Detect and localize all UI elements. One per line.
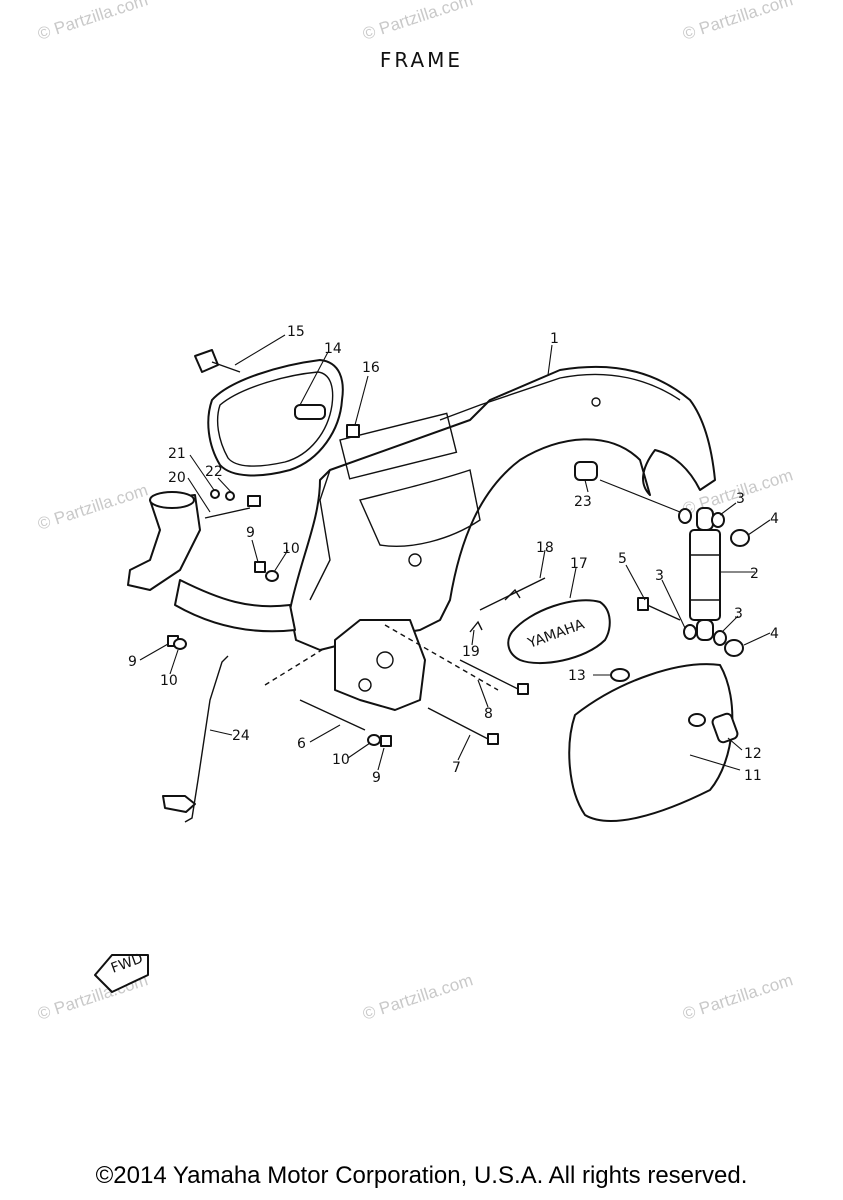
callout-21: 21 <box>168 446 186 462</box>
callout-10: 10 <box>282 541 300 557</box>
callout-10: 10 <box>160 673 178 689</box>
callout-2: 2 <box>750 566 759 582</box>
nut <box>346 424 360 438</box>
watermark: © Partzilla.com <box>360 970 475 1023</box>
o-ring <box>610 668 630 682</box>
copyright-notice: ©2014 Yamaha Motor Corporation, U.S.A. A… <box>95 1162 748 1189</box>
forward-arrow-icon: FWD <box>94 951 149 993</box>
callout-7: 7 <box>452 760 461 776</box>
left-side-cover <box>207 359 344 477</box>
callout-14: 14 <box>324 341 342 357</box>
callout-labels: 1 2 3 3 3 4 4 5 6 7 8 9 9 9 10 10 10 11 … <box>128 324 779 786</box>
callout-1: 1 <box>550 331 559 347</box>
callout-9: 9 <box>246 525 255 541</box>
callout-5: 5 <box>618 551 627 567</box>
callout-15: 15 <box>287 324 305 340</box>
watermark: © Partzilla.com <box>680 970 795 1023</box>
callout-3: 3 <box>736 491 745 507</box>
watermark: © Partzilla.com <box>680 0 795 44</box>
callout-23: 23 <box>574 494 592 510</box>
rear-shock-absorber <box>637 507 750 657</box>
watermark: © Partzilla.com <box>35 0 150 44</box>
right-side-cover <box>568 663 734 822</box>
stand-rod <box>162 655 229 823</box>
nuts-and-washers <box>167 561 392 747</box>
callout-16: 16 <box>362 360 380 376</box>
long-bolts <box>264 624 529 745</box>
grommet <box>711 712 739 744</box>
callout-10: 10 <box>332 752 350 768</box>
mount-bolt <box>204 489 261 519</box>
callout-4: 4 <box>770 626 779 642</box>
callout-11: 11 <box>744 768 762 784</box>
tool-bag: YAMAHA <box>507 599 611 664</box>
callout-12: 12 <box>744 746 762 762</box>
callout-8: 8 <box>484 706 493 722</box>
callout-3: 3 <box>734 606 743 622</box>
rod-and-clip <box>469 577 546 633</box>
watermark: © Partzilla.com <box>35 480 150 533</box>
callout-13: 13 <box>568 668 586 684</box>
callout-4: 4 <box>770 511 779 527</box>
watermark: © Partzilla.com <box>360 0 475 44</box>
callout-24: 24 <box>232 728 250 744</box>
callout-9: 9 <box>372 770 381 786</box>
diagram-title: FRAME <box>379 48 464 72</box>
collar <box>574 461 598 481</box>
callout-18: 18 <box>536 540 554 556</box>
callout-3: 3 <box>655 568 664 584</box>
callout-20: 20 <box>168 470 186 486</box>
knob-screw <box>194 349 241 373</box>
callout-9: 9 <box>128 654 137 670</box>
callout-19: 19 <box>462 644 480 660</box>
callout-22: 22 <box>205 464 223 480</box>
leader-lines <box>139 334 771 771</box>
callout-17: 17 <box>570 556 588 572</box>
main-frame <box>127 365 716 711</box>
callout-6: 6 <box>297 736 306 752</box>
